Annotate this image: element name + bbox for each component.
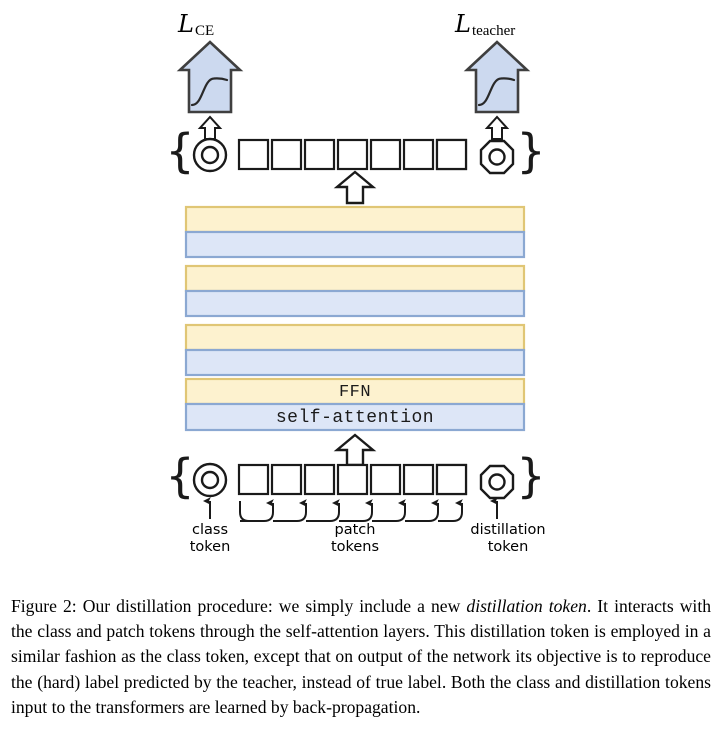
loss-ce-label: LCE <box>178 10 215 39</box>
ffn-band-1 <box>184 377 526 406</box>
loss-teacher-label: Lteacher <box>455 10 516 39</box>
loss-ce-symbol: L <box>178 10 194 38</box>
attention-band-2 <box>184 348 526 377</box>
input-class-token <box>192 462 228 498</box>
loss-teacher-subscript: teacher <box>471 23 516 39</box>
ffn-label: FFN <box>338 383 372 402</box>
output-close-brace: } <box>516 124 545 178</box>
input-close-brace: } <box>516 449 545 503</box>
output-distillation-token <box>479 139 515 175</box>
distillation-token-caption: distillation token <box>470 522 546 555</box>
figure-diagram: { } <box>165 40 546 522</box>
transformer-layer-4 <box>184 205 526 259</box>
class-token-caption: class token <box>189 522 231 555</box>
distillation-token-output-arrow <box>484 115 510 140</box>
ce-classifier-head <box>176 40 244 114</box>
patch-tokens-caption: patch tokens <box>330 522 380 555</box>
encoder-output-arrow <box>333 170 377 205</box>
loss-ce-subscript: CE <box>194 23 215 39</box>
attention-band-4 <box>184 230 526 259</box>
input-open-brace: { <box>165 449 194 503</box>
ffn-band-2 <box>184 323 526 352</box>
caption-prefix: Figure 2: Our distillation procedure: we… <box>11 595 467 616</box>
teacher-classifier-head <box>463 40 531 114</box>
output-open-brace: { <box>165 124 194 178</box>
input-patch-tokens <box>237 463 468 496</box>
caption-emphasis: distillation token <box>466 595 587 616</box>
encoder-input-arrow <box>333 433 377 467</box>
figure-caption: Figure 2: Our distillation procedure: we… <box>11 594 711 721</box>
attention-band-1 <box>184 402 526 432</box>
input-token-row: { } <box>165 449 545 503</box>
loss-teacher-symbol: L <box>455 10 471 38</box>
self-attention-label: self-attention <box>275 408 435 428</box>
caption-body: . It interacts with the class and patch … <box>11 595 712 718</box>
ffn-band-3 <box>184 264 526 293</box>
class-token-output-arrow <box>197 115 223 140</box>
patch-tokens-connector <box>239 499 463 522</box>
input-distillation-token <box>479 464 515 500</box>
ffn-band-4 <box>184 205 526 234</box>
output-patch-token-last <box>435 138 468 171</box>
transformer-layer-3 <box>184 264 526 318</box>
output-class-token <box>192 137 228 173</box>
transformer-layer-2 <box>184 323 526 377</box>
output-token-row: { } <box>165 124 545 178</box>
input-patch-token-last <box>435 463 468 496</box>
output-patch-tokens <box>237 138 468 171</box>
transformer-layer-1 <box>184 377 526 432</box>
attention-band-3 <box>184 289 526 318</box>
distillation-figure: { } <box>165 10 546 555</box>
